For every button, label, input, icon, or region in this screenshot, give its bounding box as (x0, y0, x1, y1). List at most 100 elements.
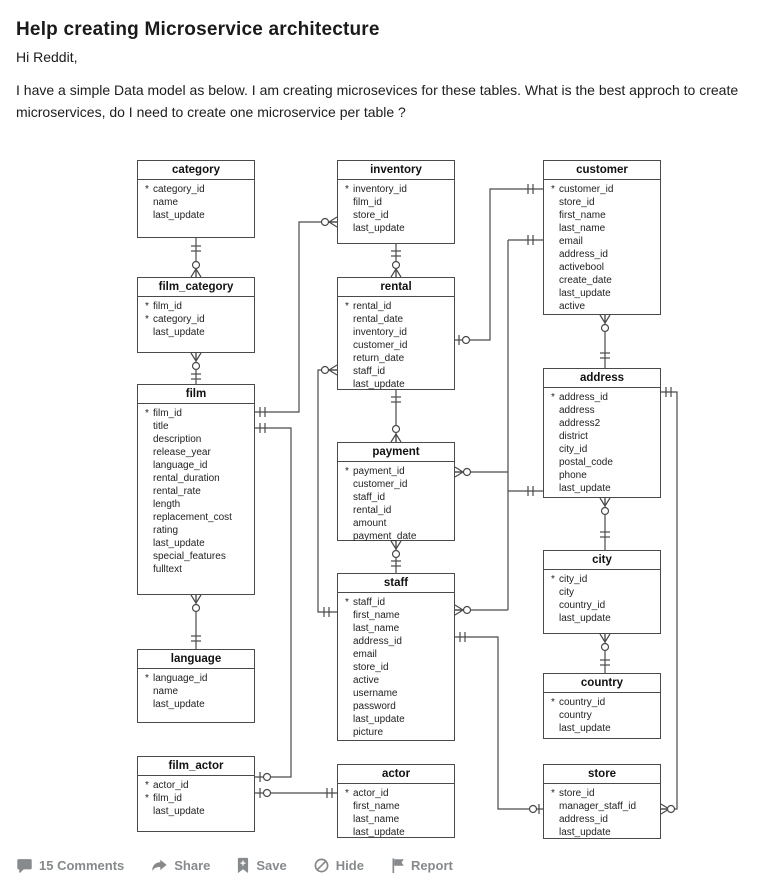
report-label: Report (410, 857, 453, 873)
er-column: return_date (353, 353, 405, 364)
primary-key-marker: * (345, 301, 349, 312)
er-column: last_update (353, 714, 405, 725)
er-table-title: city (544, 551, 660, 570)
er-column: inventory_id (353, 327, 407, 338)
er-column: username (353, 688, 398, 699)
er-column: rental_rate (153, 486, 201, 497)
er-table-title: country (544, 674, 660, 693)
er-column: store_id (559, 197, 595, 208)
er-column: *actor_id (345, 788, 389, 799)
er-column: address (559, 405, 595, 416)
er-column: email (353, 649, 377, 660)
er-table-title: film_category (138, 278, 254, 297)
er-column: last_update (153, 806, 205, 817)
er-column: picture (353, 727, 384, 738)
er-column: password (353, 701, 396, 712)
er-column: last_update (353, 827, 405, 838)
save-button[interactable]: Save (236, 857, 287, 874)
er-column: *film_id (145, 408, 182, 419)
share-label: Share (174, 857, 211, 873)
er-column: *country_id (551, 697, 606, 708)
er-column: length (153, 499, 181, 510)
report-button[interactable]: Report (390, 857, 453, 874)
er-column: release_year (153, 447, 211, 458)
er-column: language_id (153, 460, 208, 471)
er-column: city_id (559, 444, 588, 455)
er-column: *address_id (551, 392, 608, 403)
er-table-title: film_actor (138, 757, 254, 776)
primary-key-marker: * (345, 466, 349, 477)
er-column: country (559, 710, 592, 721)
er-table-title: category (138, 161, 254, 180)
comments-button[interactable]: 15 Comments (16, 857, 124, 874)
er-column: store_id (353, 662, 389, 673)
er-column: phone (559, 470, 587, 481)
er-column: active (353, 675, 380, 686)
er-table-title: actor (338, 765, 454, 784)
er-column: manager_staff_id (559, 801, 637, 812)
er-column: *payment_id (345, 466, 405, 477)
er-column: last_update (559, 613, 611, 624)
er-column: last_update (559, 288, 611, 299)
primary-key-marker: * (145, 673, 149, 684)
er-column: postal_code (559, 457, 613, 468)
primary-key-marker: * (551, 184, 555, 195)
er-column: description (153, 434, 202, 445)
hide-button[interactable]: Hide (313, 857, 364, 874)
share-button[interactable]: Share (150, 857, 210, 874)
er-column: first_name (353, 610, 400, 621)
er-column: *staff_id (345, 597, 386, 608)
comment-icon (16, 857, 33, 874)
primary-key-marker: * (145, 314, 149, 325)
er-column: *rental_id (345, 301, 392, 312)
post-greeting: Hi Reddit, (16, 49, 78, 65)
er-table-title: inventory (338, 161, 454, 180)
er-column: special_features (153, 551, 226, 562)
er-table-title: rental (338, 278, 454, 297)
bookmark-icon (236, 857, 250, 874)
hide-label: Hide (335, 857, 364, 873)
er-column: last_update (153, 327, 205, 338)
er-column: email (559, 236, 583, 247)
er-column: last_name (559, 223, 606, 234)
er-table-title: address (544, 369, 660, 388)
er-column: *category_id (145, 314, 205, 325)
er-column: last_update (153, 538, 205, 549)
er-column: last_update (353, 379, 405, 390)
er-column: rental_id (353, 505, 392, 516)
er-column: last_update (559, 723, 611, 734)
er-column: name (153, 686, 179, 697)
hide-icon (313, 857, 330, 874)
er-column: country_id (559, 600, 606, 611)
er-column: *actor_id (145, 780, 189, 791)
er-column: rating (153, 525, 179, 536)
er-column: first_name (353, 801, 400, 812)
er-table-title: film (138, 385, 254, 404)
er-column: last_update (153, 210, 205, 221)
er-column: last_update (559, 483, 611, 494)
primary-key-marker: * (345, 788, 349, 799)
primary-key-marker: * (145, 408, 149, 419)
er-column: *city_id (551, 574, 588, 585)
primary-key-marker: * (145, 301, 149, 312)
er-column: replacement_cost (153, 512, 232, 523)
primary-key-marker: * (551, 788, 555, 799)
er-column: store_id (353, 210, 389, 221)
er-column: *language_id (145, 673, 208, 684)
er-column: last_update (559, 827, 611, 838)
er-column: payment_date (353, 531, 417, 542)
primary-key-marker: * (551, 697, 555, 708)
er-column: film_id (353, 197, 382, 208)
post-action-bar: 15 Comments Share Save Hide Report (16, 853, 453, 877)
save-label: Save (256, 857, 287, 873)
